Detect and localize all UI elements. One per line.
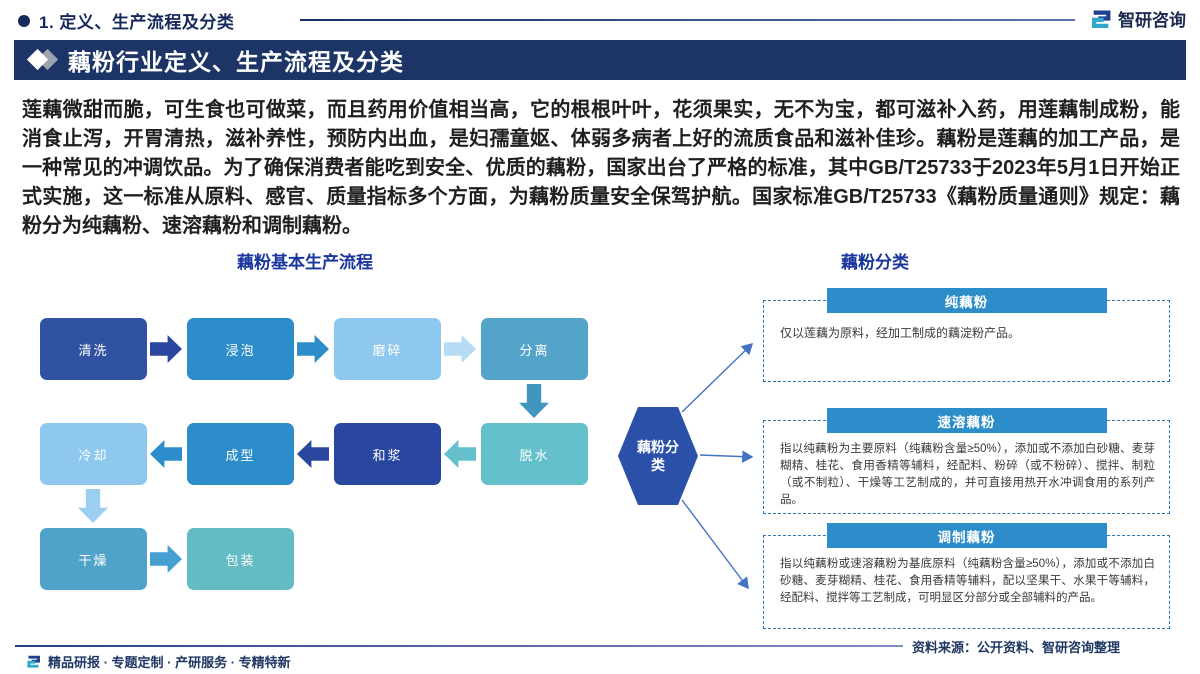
- flow-step-lengque: 冷却: [40, 423, 147, 485]
- flow-arrow-down-icon: [78, 489, 108, 523]
- brand-logo-text: 智研咨询: [1118, 11, 1186, 30]
- header-divider: [300, 19, 1075, 21]
- flow-step-tuoshui: 脱水: [481, 423, 588, 485]
- diagram-area: 藕粉基本生产流程 藕粉分类 清洗 浸泡 磨碎 分离 冷却 成型 和浆 脱水 干燥…: [0, 244, 1200, 644]
- flow-arrow-right-icon: [444, 335, 476, 363]
- flow-arrow-right-icon: [150, 545, 182, 573]
- category-description: 指以纯藕粉或速溶藕粉为基底原料（纯藕粉含量≥50%），添加或不添加白砂糖、麦芽糊…: [780, 558, 1155, 604]
- classification-hexagon: 藕粉分类: [618, 407, 698, 505]
- category-description: 仅以莲藕为原料，经加工制成的藕淀粉产品。: [780, 326, 1021, 340]
- brand-logo: 智研咨询: [1090, 6, 1186, 31]
- section-title: 1. 定义、生产流程及分类: [39, 13, 235, 32]
- brand-logo-icon: [1092, 9, 1111, 28]
- category-header: 调制藕粉: [826, 523, 1107, 548]
- intro-paragraph: 莲藕微甜而脆，可生食也可做菜，而且药用价值相当高，它的根根叶叶，花须果实，无不为…: [22, 99, 1180, 237]
- banner-title: 藕粉行业定义、生产流程及分类: [68, 49, 404, 75]
- flow-step-jinpao: 浸泡: [187, 318, 294, 380]
- flow-arrow-right-icon: [297, 335, 329, 363]
- hexagon-label: 藕粉分类: [637, 439, 679, 473]
- classification-title: 藕粉分类: [841, 253, 909, 272]
- flow-step-baozhuang: 包装: [187, 528, 294, 590]
- flow-step-qingxi: 清洗: [40, 318, 147, 380]
- flow-arrow-left-icon: [444, 440, 476, 468]
- category-box-blended: 调制藕粉 指以纯藕粉或速溶藕粉为基底原料（纯藕粉含量≥50%），添加或不添加白砂…: [763, 523, 1170, 629]
- flowchart-title: 藕粉基本生产流程: [237, 253, 373, 272]
- bullet-icon: [18, 14, 30, 27]
- flow-arrow-left-icon: [150, 440, 182, 468]
- flow-arrow-left-icon: [297, 440, 329, 468]
- flow-arrow-down-icon: [519, 384, 549, 418]
- flow-step-fenli: 分离: [481, 318, 588, 380]
- category-description: 指以纯藕粉为主要原料（纯藕粉含量≥50%），添加或不添加白砂糖、麦芽糊精、桂花、…: [780, 443, 1155, 506]
- page-header: 1. 定义、生产流程及分类: [18, 8, 234, 33]
- category-box-instant: 速溶藕粉 指以纯藕粉为主要原料（纯藕粉含量≥50%），添加或不添加白砂糖、麦芽糊…: [763, 408, 1170, 514]
- flow-arrow-right-icon: [150, 335, 182, 363]
- category-box-pure: 纯藕粉 仅以莲藕为原料，经加工制成的藕淀粉产品。: [763, 288, 1170, 382]
- diamond-icon: [26, 48, 62, 72]
- flow-step-mosui: 磨碎: [334, 318, 441, 380]
- source-note: 资料来源：公开资料、智研咨询整理: [912, 640, 1121, 655]
- page-footer: 精品研报 · 专题定制 · 产研服务 · 专精特新: [26, 652, 291, 671]
- category-header: 速溶藕粉: [826, 408, 1107, 433]
- category-header: 纯藕粉: [826, 288, 1107, 313]
- footer-divider: [15, 645, 903, 647]
- title-banner: 藕粉行业定义、生产流程及分类: [14, 40, 1186, 80]
- flow-step-hejiang: 和浆: [334, 423, 441, 485]
- flow-step-chengxing: 成型: [187, 423, 294, 485]
- footer-text: 精品研报 · 专题定制 · 产研服务 · 专精特新: [48, 655, 291, 670]
- footer-logo-icon: [27, 655, 40, 668]
- flow-step-ganzao: 干燥: [40, 528, 147, 590]
